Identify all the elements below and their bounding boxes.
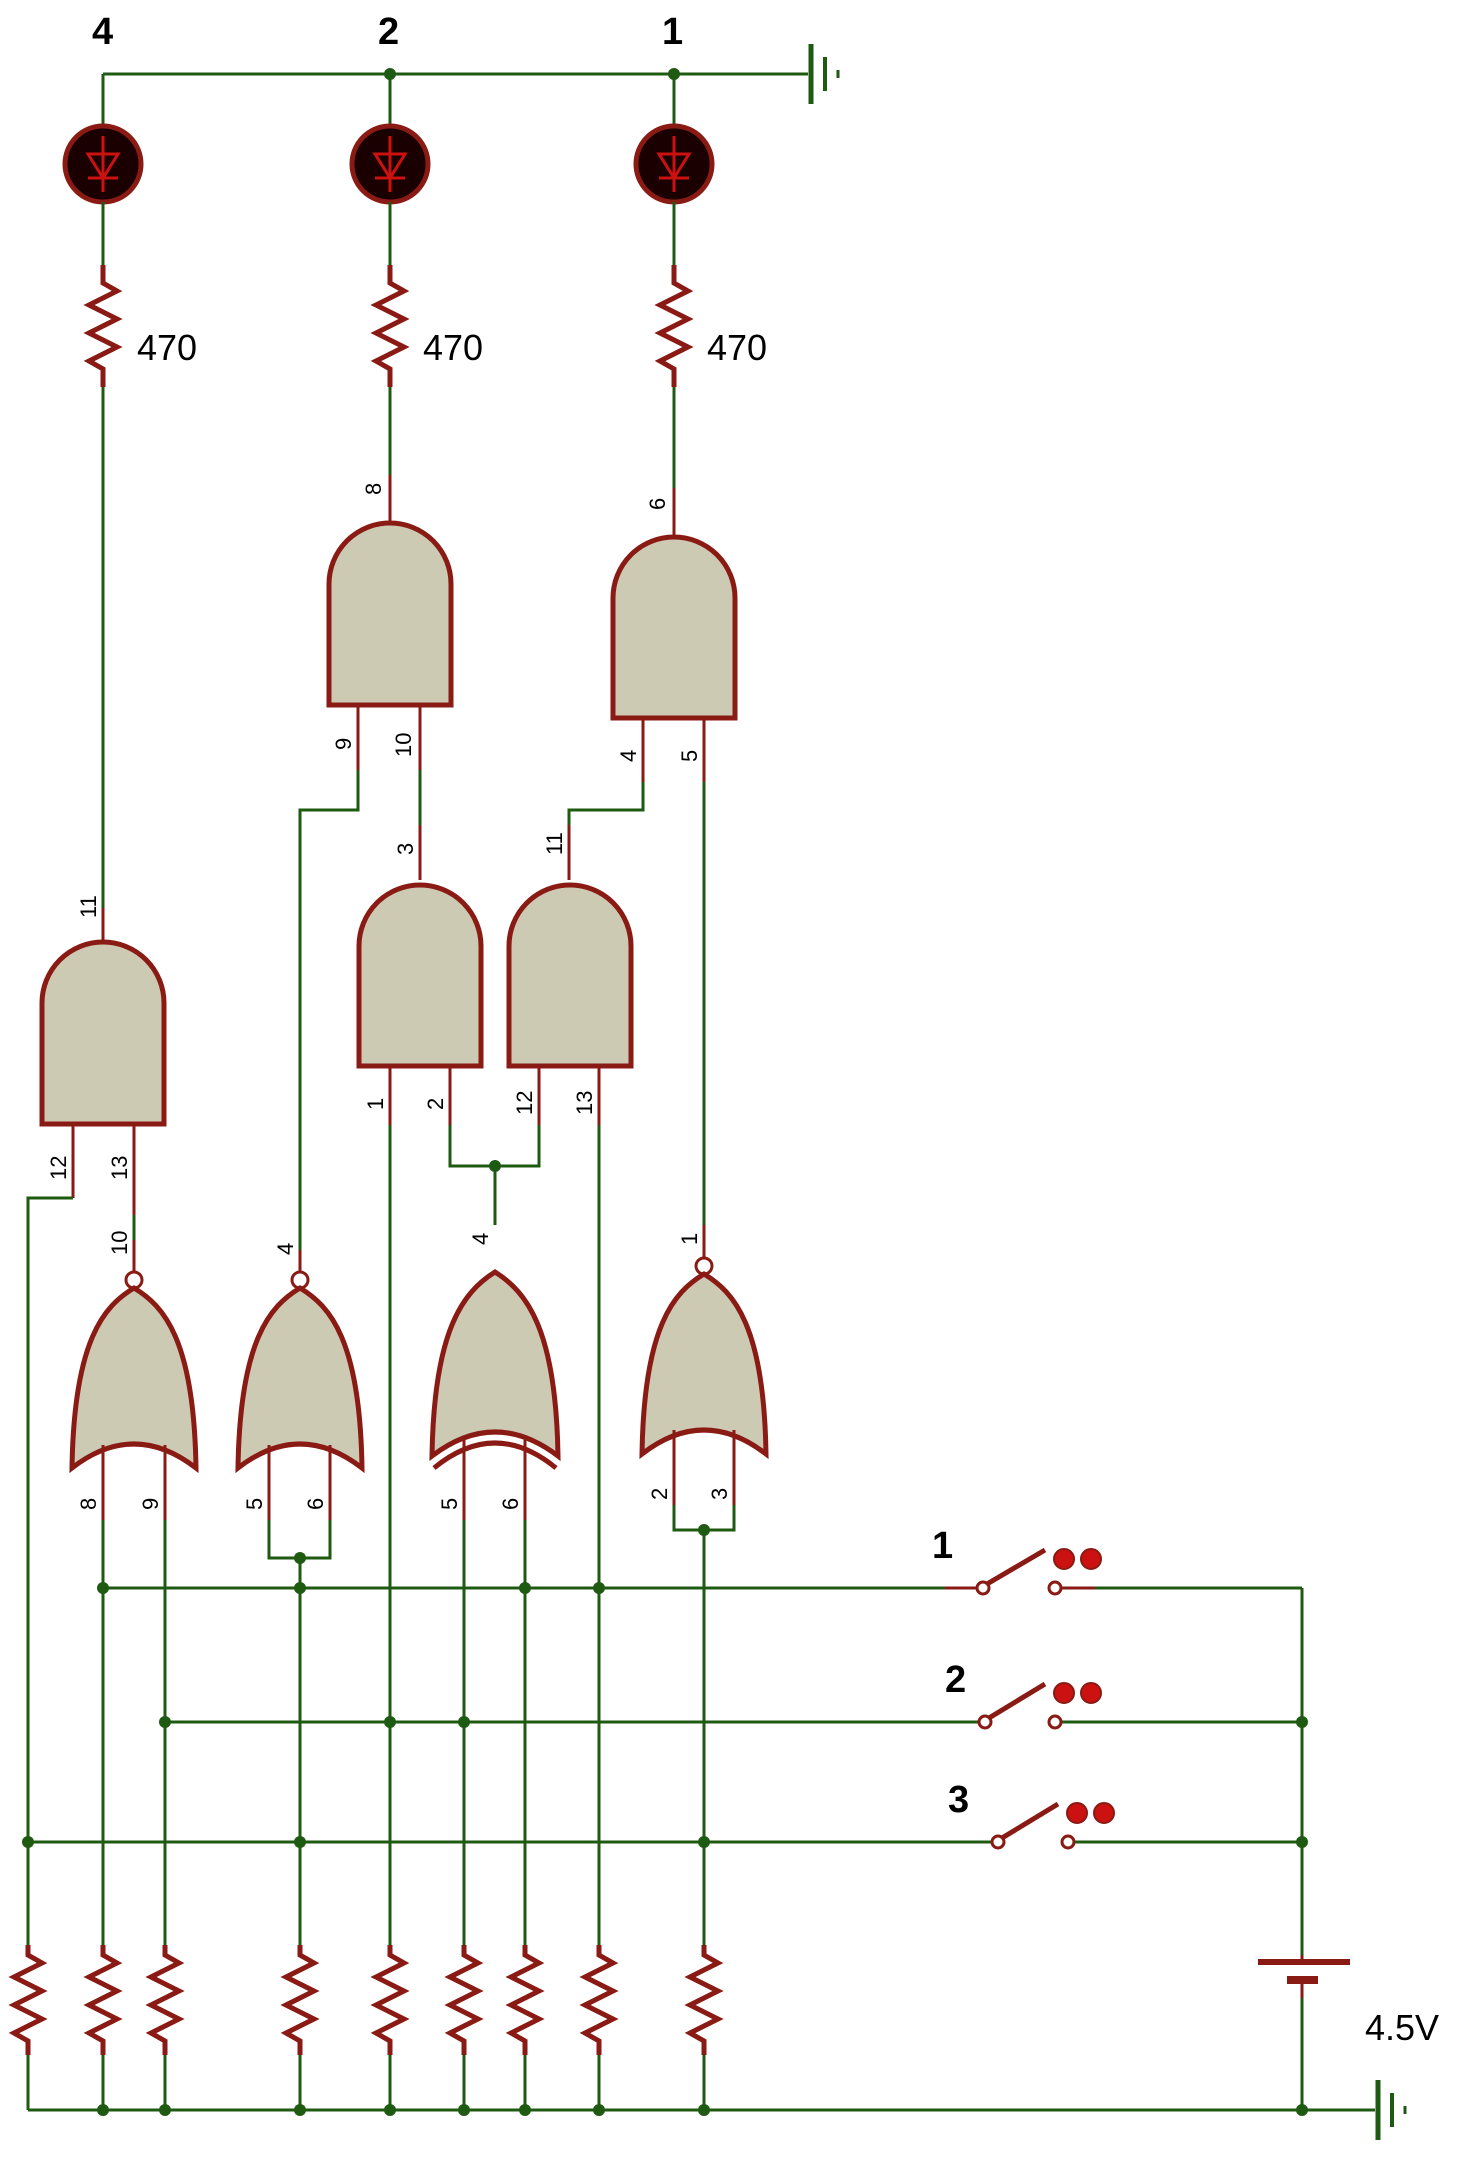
xor-gate-1: 4 5 6 bbox=[429, 1233, 561, 1520]
pin-nor1-a: 8 bbox=[76, 1498, 101, 1510]
pin-and-top-mid-out: 8 bbox=[361, 483, 386, 495]
switch-2[interactable] bbox=[977, 1681, 1102, 1730]
led-label-1: 1 bbox=[662, 11, 683, 53]
switch-3[interactable] bbox=[990, 1801, 1115, 1850]
resistor-led-4 bbox=[83, 265, 123, 387]
battery-voltage-label: 4.5V bbox=[1365, 2007, 1439, 2048]
and-gate-mid-b: 11 12 13 bbox=[506, 825, 634, 1125]
nor-gate-2: 4 5 6 bbox=[235, 1243, 365, 1520]
pulldown-resistors bbox=[8, 1945, 724, 2055]
pulldown-resistor-6 bbox=[444, 1945, 484, 2055]
pin-nor1-b: 9 bbox=[138, 1498, 163, 1510]
pin-nor3-b: 3 bbox=[707, 1488, 732, 1500]
pulldown-resistor-8 bbox=[579, 1945, 619, 2055]
switch-label-3: 3 bbox=[948, 1779, 969, 1821]
pin-and-left-b: 13 bbox=[107, 1156, 132, 1180]
pin-xor1-b: 6 bbox=[498, 1498, 523, 1510]
pin-and-top-mid-a: 9 bbox=[331, 738, 356, 750]
resistor-value-led-2: 470 bbox=[423, 327, 483, 368]
battery bbox=[1258, 1955, 1350, 1998]
pin-and-mid-b-b: 13 bbox=[572, 1091, 597, 1115]
pin-nor2-a: 5 bbox=[242, 1498, 267, 1510]
and-gate-left: 11 12 13 bbox=[39, 895, 167, 1215]
ground-symbol-bottom bbox=[1375, 2080, 1407, 2140]
pin-xor1-a: 5 bbox=[437, 1498, 462, 1510]
resistor-value-led-1: 470 bbox=[707, 327, 767, 368]
pin-nor2-b: 6 bbox=[303, 1498, 328, 1510]
resistor-led-1 bbox=[654, 265, 694, 387]
led-4 bbox=[62, 123, 144, 205]
led-2 bbox=[349, 123, 431, 205]
switch-label-2: 2 bbox=[945, 1659, 966, 1701]
pin-and-top-right-out: 6 bbox=[645, 498, 670, 510]
pin-nor2-out: 4 bbox=[273, 1243, 298, 1255]
pin-xor1-out: 4 bbox=[468, 1233, 493, 1245]
and-gate-top-mid: 8 9 10 bbox=[326, 475, 454, 770]
nor-gate-1: 10 8 9 bbox=[69, 1231, 199, 1520]
led-label-4: 4 bbox=[92, 11, 113, 53]
pulldown-resistor-2 bbox=[83, 1945, 123, 2055]
pulldown-resistor-7 bbox=[505, 1945, 545, 2055]
pin-nor3-out: 1 bbox=[677, 1233, 702, 1245]
pin-and-top-right-b: 5 bbox=[677, 750, 702, 762]
switch-1[interactable] bbox=[945, 1547, 1102, 1596]
pin-nor3-a: 2 bbox=[647, 1488, 672, 1500]
pulldown-resistor-1 bbox=[8, 1945, 48, 2055]
pin-and-mid-b-out: 11 bbox=[542, 832, 567, 855]
gate-interconnect-wires bbox=[26, 770, 706, 1945]
switch-buses bbox=[22, 1582, 1308, 2110]
pin-and-top-right-a: 4 bbox=[616, 750, 641, 762]
pin-and-left-out: 11 bbox=[76, 895, 101, 918]
top-ground-bus bbox=[101, 68, 808, 128]
pin-and-mid-a-b: 2 bbox=[423, 1098, 448, 1110]
pulldown-resistor-3 bbox=[145, 1945, 185, 2055]
pin-and-mid-a-out: 3 bbox=[393, 843, 418, 855]
resistor-value-led-4: 470 bbox=[137, 327, 197, 368]
pin-and-mid-b-a: 12 bbox=[512, 1091, 537, 1115]
pulldown-resistor-4 bbox=[280, 1945, 320, 2055]
bottom-ground-bus bbox=[26, 2055, 1375, 2116]
and-gate-top-right: 6 4 5 bbox=[610, 488, 738, 782]
pin-nor1-out: 10 bbox=[107, 1231, 132, 1255]
pin-and-left-a: 12 bbox=[46, 1156, 71, 1180]
led-1 bbox=[633, 123, 715, 205]
input-wiring bbox=[101, 1505, 736, 1945]
and-gate-mid-a: 3 1 2 bbox=[356, 825, 484, 1125]
resistor-led-2 bbox=[370, 265, 410, 387]
pin-and-top-mid-b: 10 bbox=[391, 733, 416, 757]
led-label-2: 2 bbox=[378, 11, 399, 53]
pulldown-resistor-9 bbox=[684, 1945, 724, 2055]
pin-and-mid-a-a: 1 bbox=[363, 1098, 388, 1110]
nor-gate-3: 1 2 3 bbox=[639, 1225, 769, 1505]
pulldown-resistor-5 bbox=[370, 1945, 410, 2055]
switch-label-1: 1 bbox=[932, 1525, 953, 1567]
ground-symbol-top bbox=[808, 44, 840, 104]
